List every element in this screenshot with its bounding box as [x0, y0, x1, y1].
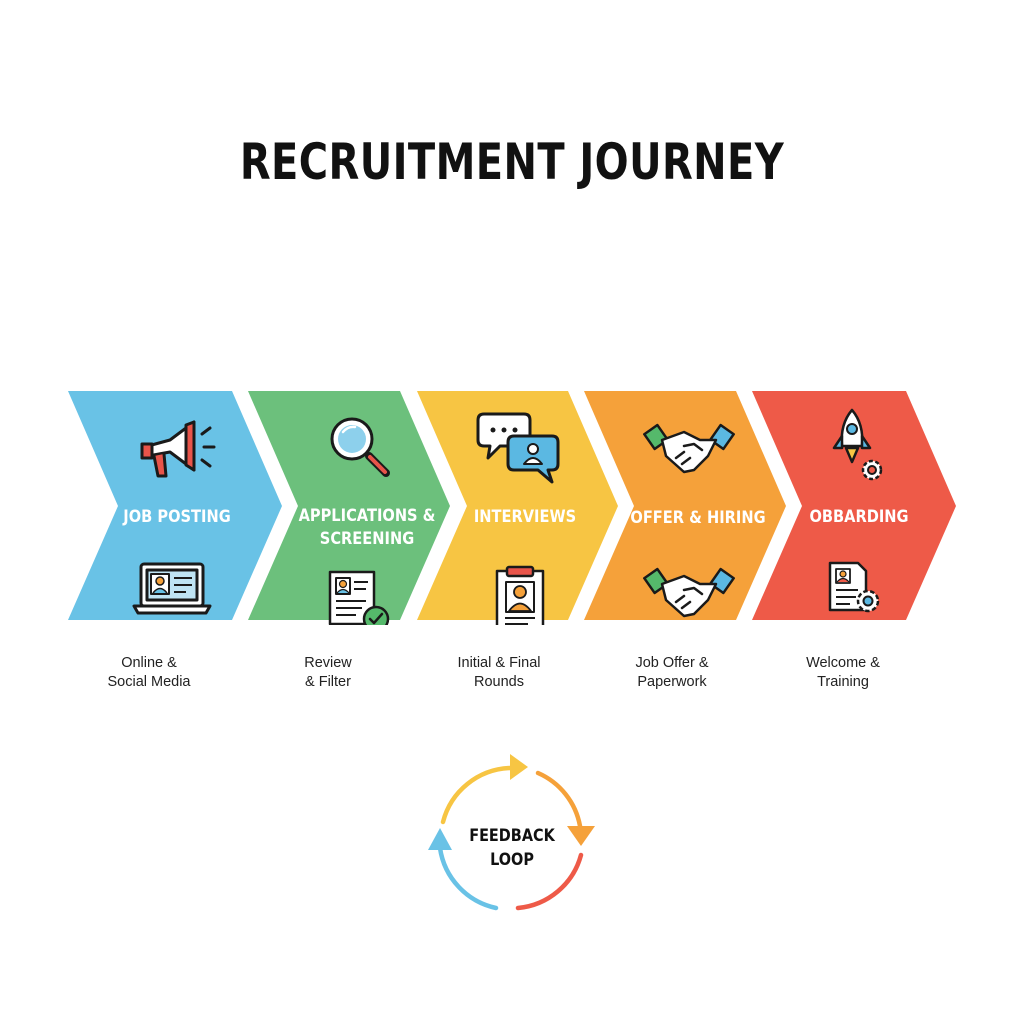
- feedback-arrowhead-left: [428, 828, 452, 850]
- handshake-icon: [643, 567, 735, 618]
- caption-line: Job Offer &: [635, 655, 709, 671]
- stage-job-posting: [68, 391, 282, 620]
- feedback-loop-label-line: FEEDBACK: [469, 826, 555, 846]
- feedback-arc-left: [437, 845, 499, 911]
- stage-interviews: [417, 391, 618, 625]
- feedback-arc-right: [535, 770, 583, 829]
- stage-label-offer-hiring: OFFER & HIRING: [625, 507, 771, 530]
- caption-line: & Filter: [305, 674, 351, 690]
- stage-chevrons: [68, 391, 956, 625]
- stage-interviews-arrow: [417, 391, 618, 620]
- stage-label-line: SCREENING: [319, 529, 415, 549]
- stage-job-posting-arrow: [68, 391, 282, 620]
- stage-label-interviews: INTERVIEWS: [452, 506, 598, 529]
- chat-bubbles-icon: [476, 412, 560, 484]
- stage-label-applications-screening: APPLICATIONS & SCREENING: [294, 505, 440, 551]
- stage-caption-offer-hiring: Job Offer & Paperwork: [602, 654, 742, 692]
- caption-line: Initial & Final: [457, 655, 541, 671]
- caption-line: Training: [817, 674, 869, 690]
- megaphone-icon: [140, 420, 216, 478]
- diagram-title: RECRUITMENT JOURNEY: [239, 133, 785, 191]
- feedback-loop-cycle: [428, 754, 595, 911]
- magnifying-glass-icon: [330, 417, 390, 477]
- stage-caption-interviews: Initial & Final Rounds: [429, 654, 569, 692]
- clipboard-profile-icon: [495, 565, 545, 625]
- feedback-arrowhead-top: [510, 754, 528, 780]
- stage-caption-applications-screening: Review & Filter: [258, 654, 398, 692]
- caption-line: Online &: [121, 655, 177, 671]
- stage-caption-job-posting: Online & Social Media: [79, 654, 219, 692]
- handshake-icon: [643, 423, 735, 474]
- caption-line: Paperwork: [637, 674, 707, 690]
- feedback-loop-label-line: LOOP: [490, 850, 534, 870]
- caption-line: Rounds: [474, 674, 524, 690]
- resume-check-icon: [328, 570, 390, 625]
- stage-label-line: APPLICATIONS &: [298, 506, 436, 526]
- laptop-profile-icon: [132, 562, 212, 615]
- stage-offer-hiring-arrow: [584, 391, 786, 620]
- rocket-gear-icon: [832, 408, 883, 481]
- caption-line: Welcome &: [806, 655, 880, 671]
- document-gear-icon: [828, 561, 880, 613]
- stage-applications-screening: [248, 391, 450, 625]
- stage-offer-hiring: [584, 391, 786, 620]
- stage-applications-screening-arrow: [248, 391, 450, 620]
- caption-line: Social Media: [107, 674, 191, 690]
- stage-onboarding-arrow: [752, 391, 956, 620]
- stage-label-line: JOB POSTING: [123, 507, 231, 527]
- caption-line: Review: [304, 655, 352, 671]
- stage-label-line: OFFER & HIRING: [630, 508, 766, 528]
- stage-caption-onboarding: Welcome & Training: [773, 654, 913, 692]
- stage-label-line: INTERVIEWS: [473, 507, 577, 527]
- feedback-arc-top: [440, 765, 513, 825]
- stage-onboarding: [752, 391, 956, 620]
- stage-label-line: OBBARDING: [809, 507, 909, 527]
- feedback-arrowhead-right: [567, 826, 595, 846]
- stage-label-job-posting: JOB POSTING: [104, 506, 250, 529]
- feedback-arc-bottom-right: [515, 852, 584, 911]
- feedback-loop-label: FEEDBACK LOOP: [451, 824, 573, 872]
- stage-label-onboarding: OBBARDING: [786, 506, 932, 529]
